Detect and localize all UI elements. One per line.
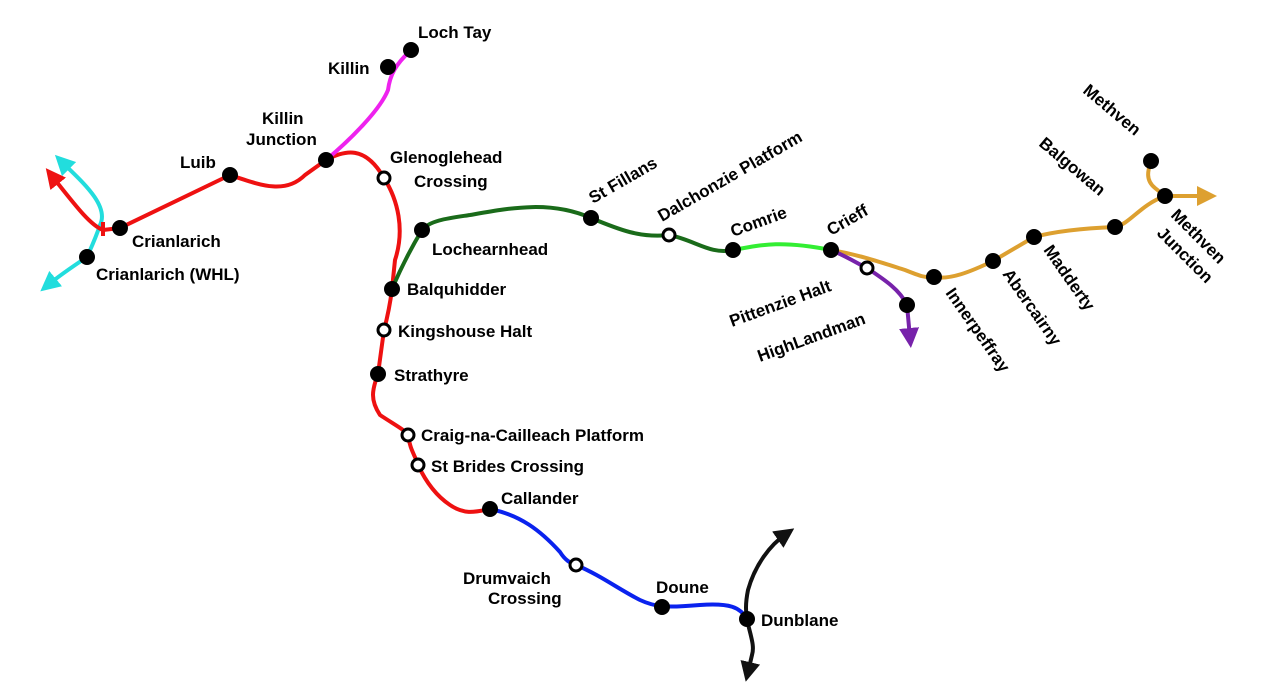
label-kingshouse: Kingshouse Halt [398,322,532,341]
halt-marker-glenoglehead[interactable] [376,170,392,186]
station-marker-methven[interactable] [1143,153,1159,169]
halt-marker-craig-na-cailleach[interactable] [400,427,416,443]
station-marker-st-fillans[interactable] [583,210,599,226]
station-marker-balquhidder[interactable] [384,281,400,297]
station-marker-killin-junction[interactable] [318,152,334,168]
halt-marker-pittenzie[interactable] [859,260,875,276]
halt-marker-kingshouse[interactable] [376,322,392,338]
label-crianlarich: Crianlarich [132,232,221,251]
station-marker-doune[interactable] [654,599,670,615]
halt-marker-dalchonzie[interactable] [661,227,677,243]
label-crianlarich-whl: Crianlarich (WHL) [96,265,240,284]
west-highland-line [40,154,104,292]
label-abercairny: Abercairny [999,265,1066,349]
station-marker-balgowan[interactable] [1107,219,1123,235]
label-madderty: Madderty [1040,241,1099,314]
station-marker-luib[interactable] [222,167,238,183]
halt-marker-drumvaich[interactable] [568,557,584,573]
label-killin-junction-line2: Junction [246,130,317,149]
station-marker-crianlarich-whl[interactable] [79,249,95,265]
halt-marker-st-brides[interactable] [410,457,426,473]
station-marker-callander[interactable] [482,501,498,517]
label-loch-tay: Loch Tay [418,23,492,42]
label-killin: Killin [328,59,370,78]
label-glenoglehead-line2: Crossing [414,172,488,191]
label-drumvaich-line1: Drumvaich [463,569,551,588]
label-st-brides: St Brides Crossing [431,457,584,476]
station-marker-innerpeffray[interactable] [926,269,942,285]
station-marker-comrie[interactable] [725,242,741,258]
label-craig-na-cailleach: Craig-na-Cailleach Platform [421,426,644,445]
label-glenoglehead-line1: Glenoglehead [390,148,502,167]
station-marker-crieff[interactable] [823,242,839,258]
station-marker-killin[interactable] [380,59,396,75]
crieff-methven-line [829,186,1217,280]
label-st-fillans: St Fillans [586,153,661,207]
station-marker-lochearnhead[interactable] [414,222,430,238]
label-dunblane: Dunblane [761,611,838,630]
station-marker-strathyre[interactable] [370,366,386,382]
label-methven: Methven [1079,81,1144,140]
label-crieff: Crieff [824,201,872,240]
station-marker-dunblane[interactable] [739,611,755,627]
station-marker-madderty[interactable] [1026,229,1042,245]
label-doune: Doune [656,578,709,597]
label-luib: Luib [180,153,216,172]
label-drumvaich-line2: Crossing [488,589,562,608]
label-callander: Callander [501,489,579,508]
station-marker-crianlarich[interactable] [112,220,128,236]
label-strathyre: Strathyre [394,366,469,385]
dunblane-callander-line [488,507,749,621]
station-marker-highlandman[interactable] [899,297,915,313]
station-marker-loch-tay[interactable] [403,42,419,58]
label-killin-junction-line1: Killin [262,109,304,128]
label-lochearnhead: Lochearnhead [432,240,548,259]
label-innerpeffray: Innerpeffray [942,284,1014,376]
label-balquhidder: Balquhidder [407,280,507,299]
station-marker-methven-junction[interactable] [1157,188,1173,204]
label-pittenzie: Pittenzie Halt [727,276,834,330]
comrie-crieff-line [731,242,833,252]
station-marker-abercairny[interactable] [985,253,1001,269]
label-comrie: Comrie [728,203,790,241]
main-line [740,528,795,682]
label-balgowan: Balgowan [1035,134,1109,200]
killin-branch [324,48,413,162]
label-highlandman: HighLandman [755,309,868,366]
